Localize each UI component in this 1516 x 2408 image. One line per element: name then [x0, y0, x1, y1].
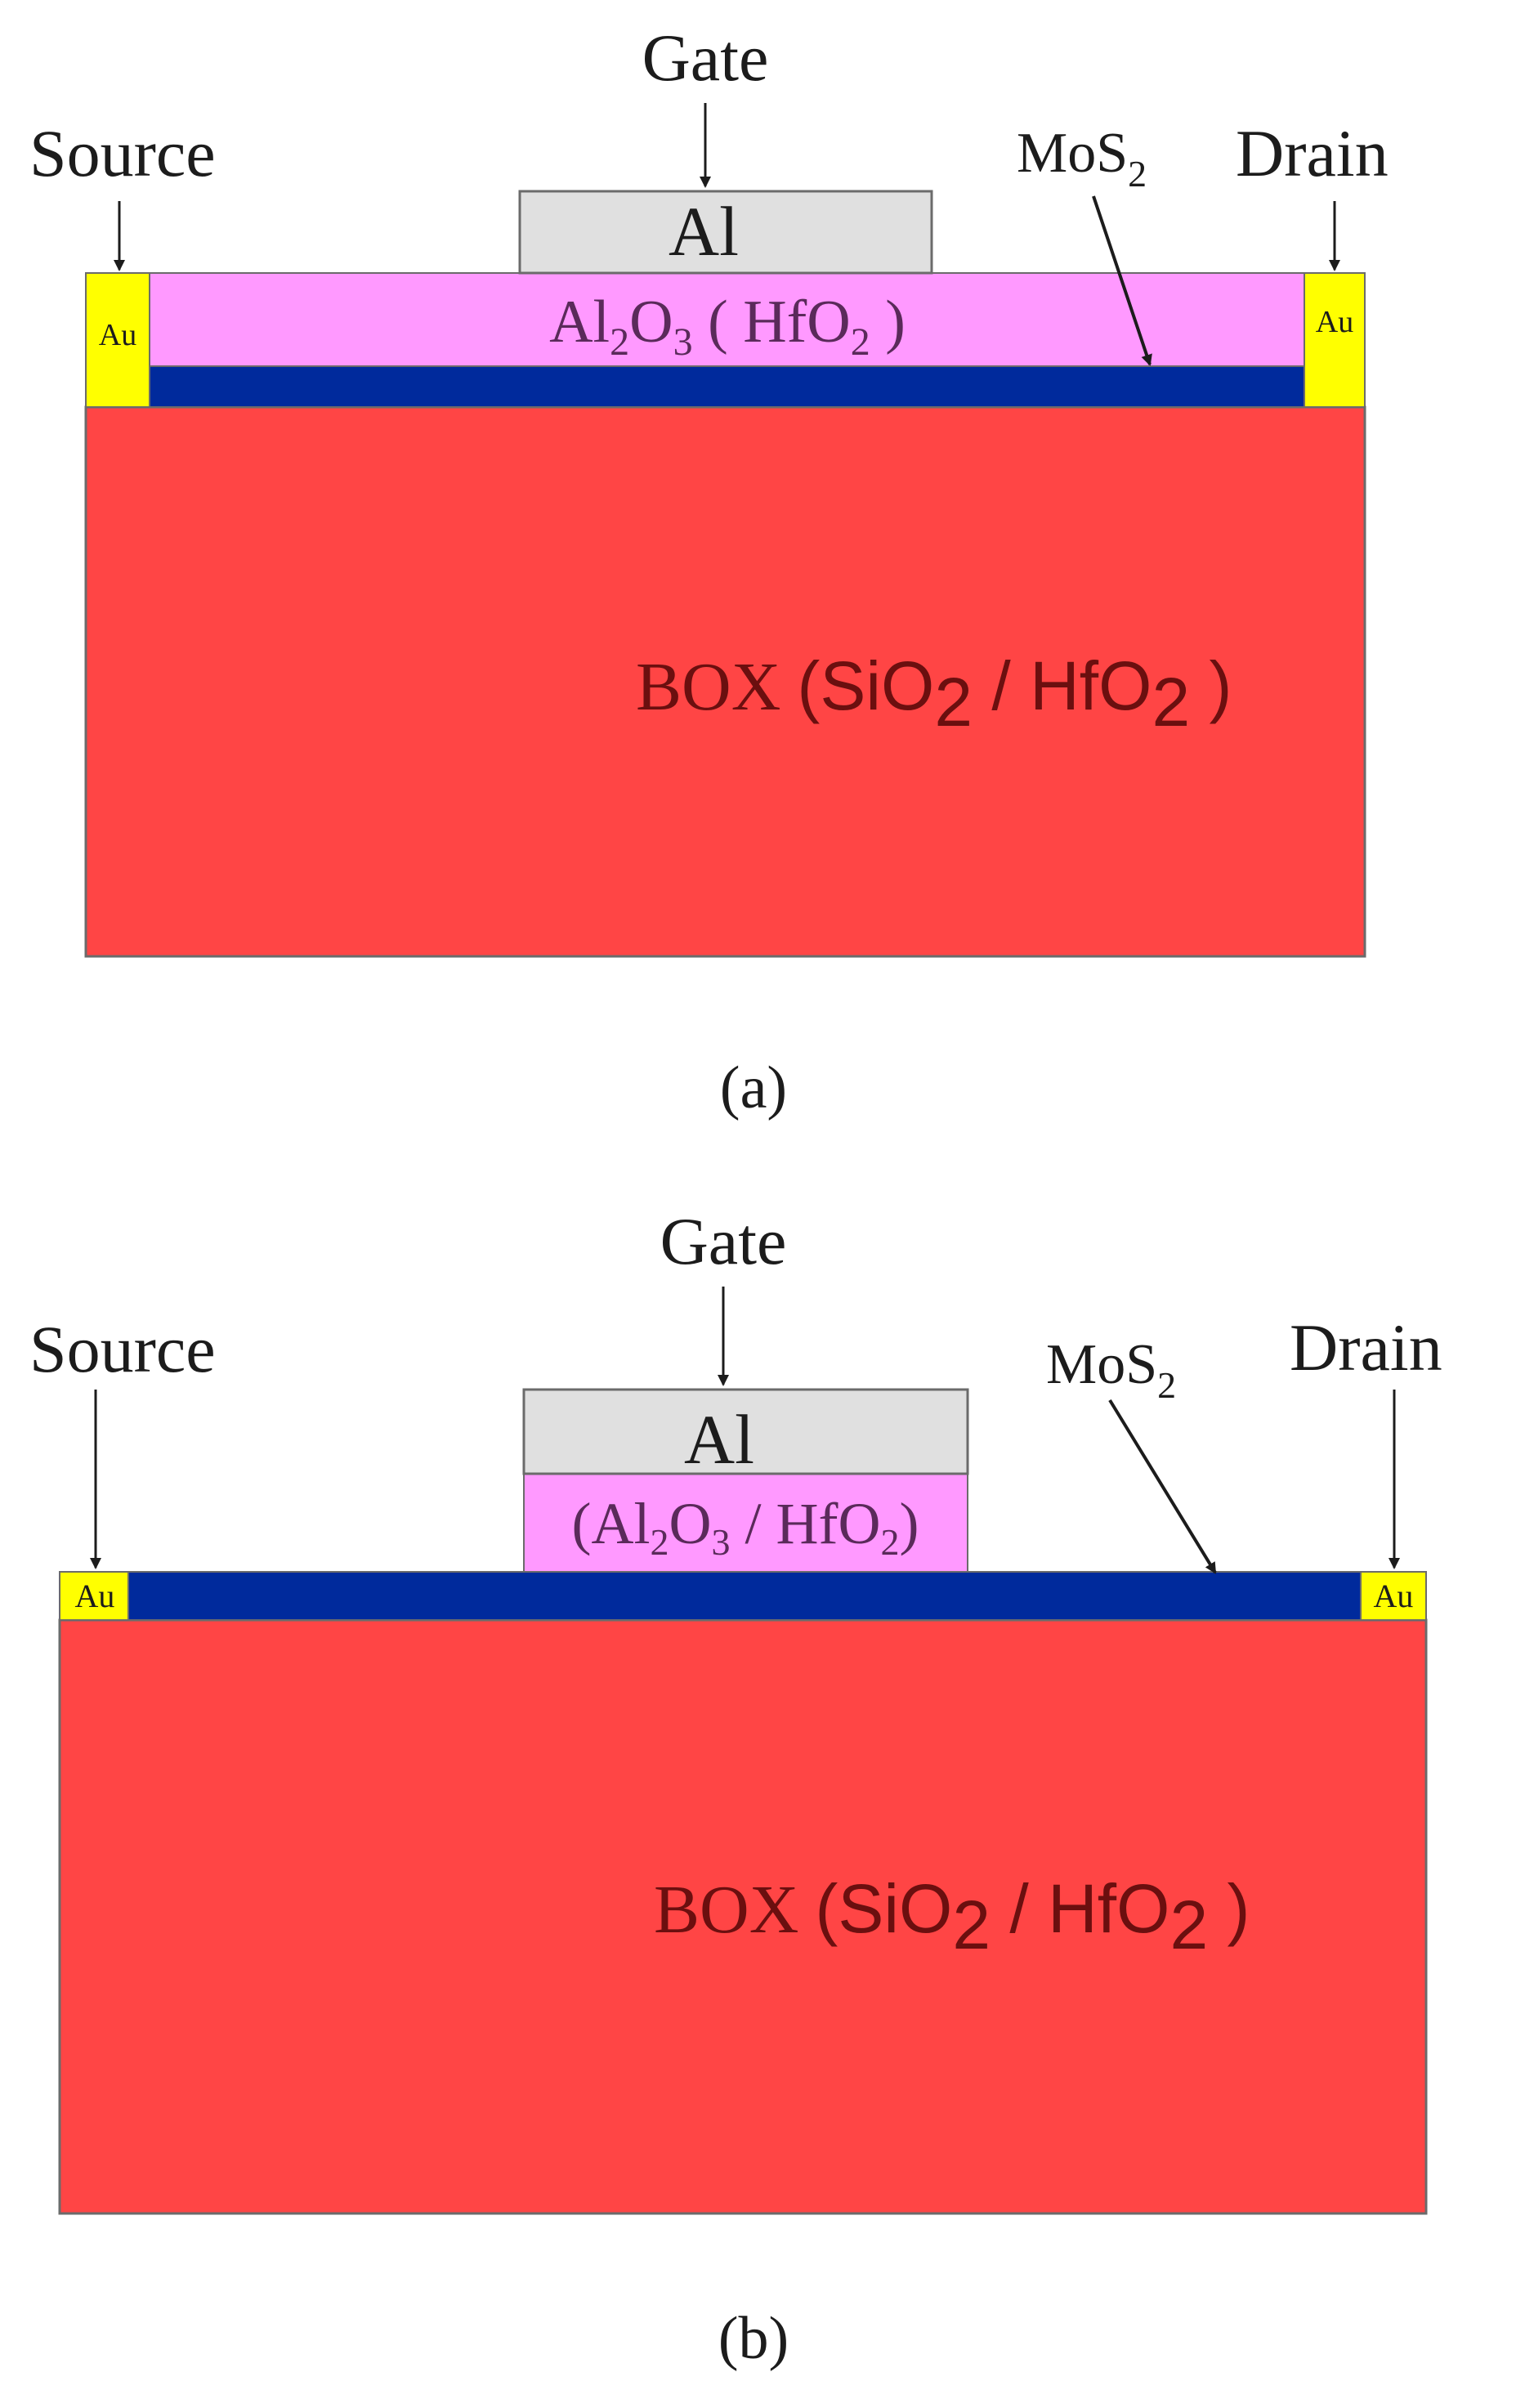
diagram-a: Gate Source Drain MoS2 Al Al2O3 ( HfO2 )… [29, 20, 1389, 1121]
mos2-channel-a [149, 365, 1305, 408]
gate-metal-label-b: Al [684, 1400, 754, 1479]
au-label-right-b: Au [1374, 1578, 1414, 1614]
box-label-a: BOX(SiO2 / HfO2 ) [636, 647, 1232, 741]
box-substrate-a [84, 405, 1366, 958]
gate-oxide-layer-a [149, 272, 1305, 367]
mos2-arrow-b [1108, 1399, 1217, 1574]
mos2-channel-b [127, 1571, 1362, 1621]
gate-label-a: Gate [642, 20, 769, 95]
mos2-arrow-a [1092, 195, 1152, 366]
drain-label-a: Drain [1236, 116, 1389, 190]
oxide-label-a: Al2O3 ( HfO2 ) [549, 289, 906, 364]
au-contact-left-b [59, 1571, 129, 1621]
gate-oxide-layer-b [523, 1473, 968, 1573]
gate-metal-b [522, 1388, 969, 1475]
gate-metal-label-a: Al [669, 192, 739, 271]
caption-b: (b) [718, 2305, 789, 2372]
mos2-label-b: MoS2 [1046, 1333, 1176, 1406]
au-label-left-a: Au [99, 318, 136, 352]
au-contact-left-a [85, 272, 150, 408]
mos2-label-a: MoS2 [1017, 122, 1147, 195]
source-label-a: Source [29, 116, 216, 190]
au-contact-right-a [1304, 272, 1366, 408]
source-label-b: Source [29, 1312, 216, 1386]
gate-label-b: Gate [660, 1204, 787, 1278]
gate-metal-a [518, 190, 933, 275]
au-contact-right-b [1360, 1571, 1427, 1621]
diagram-b: Gate Source Drain MoS2 Al (Al2O3 / HfO2)… [29, 1204, 1442, 2372]
drain-label-b: Drain [1290, 1310, 1442, 1385]
au-label-right-a: Au [1316, 305, 1353, 339]
box-substrate-b [58, 1618, 1428, 2215]
caption-a: (a) [720, 1054, 787, 1121]
box-label-b: BOX(SiO2 / HfO2 ) [654, 1870, 1250, 1963]
au-label-left-b: Au [75, 1578, 115, 1614]
oxide-label-b: (Al2O3 / HfO2) [572, 1491, 919, 1563]
